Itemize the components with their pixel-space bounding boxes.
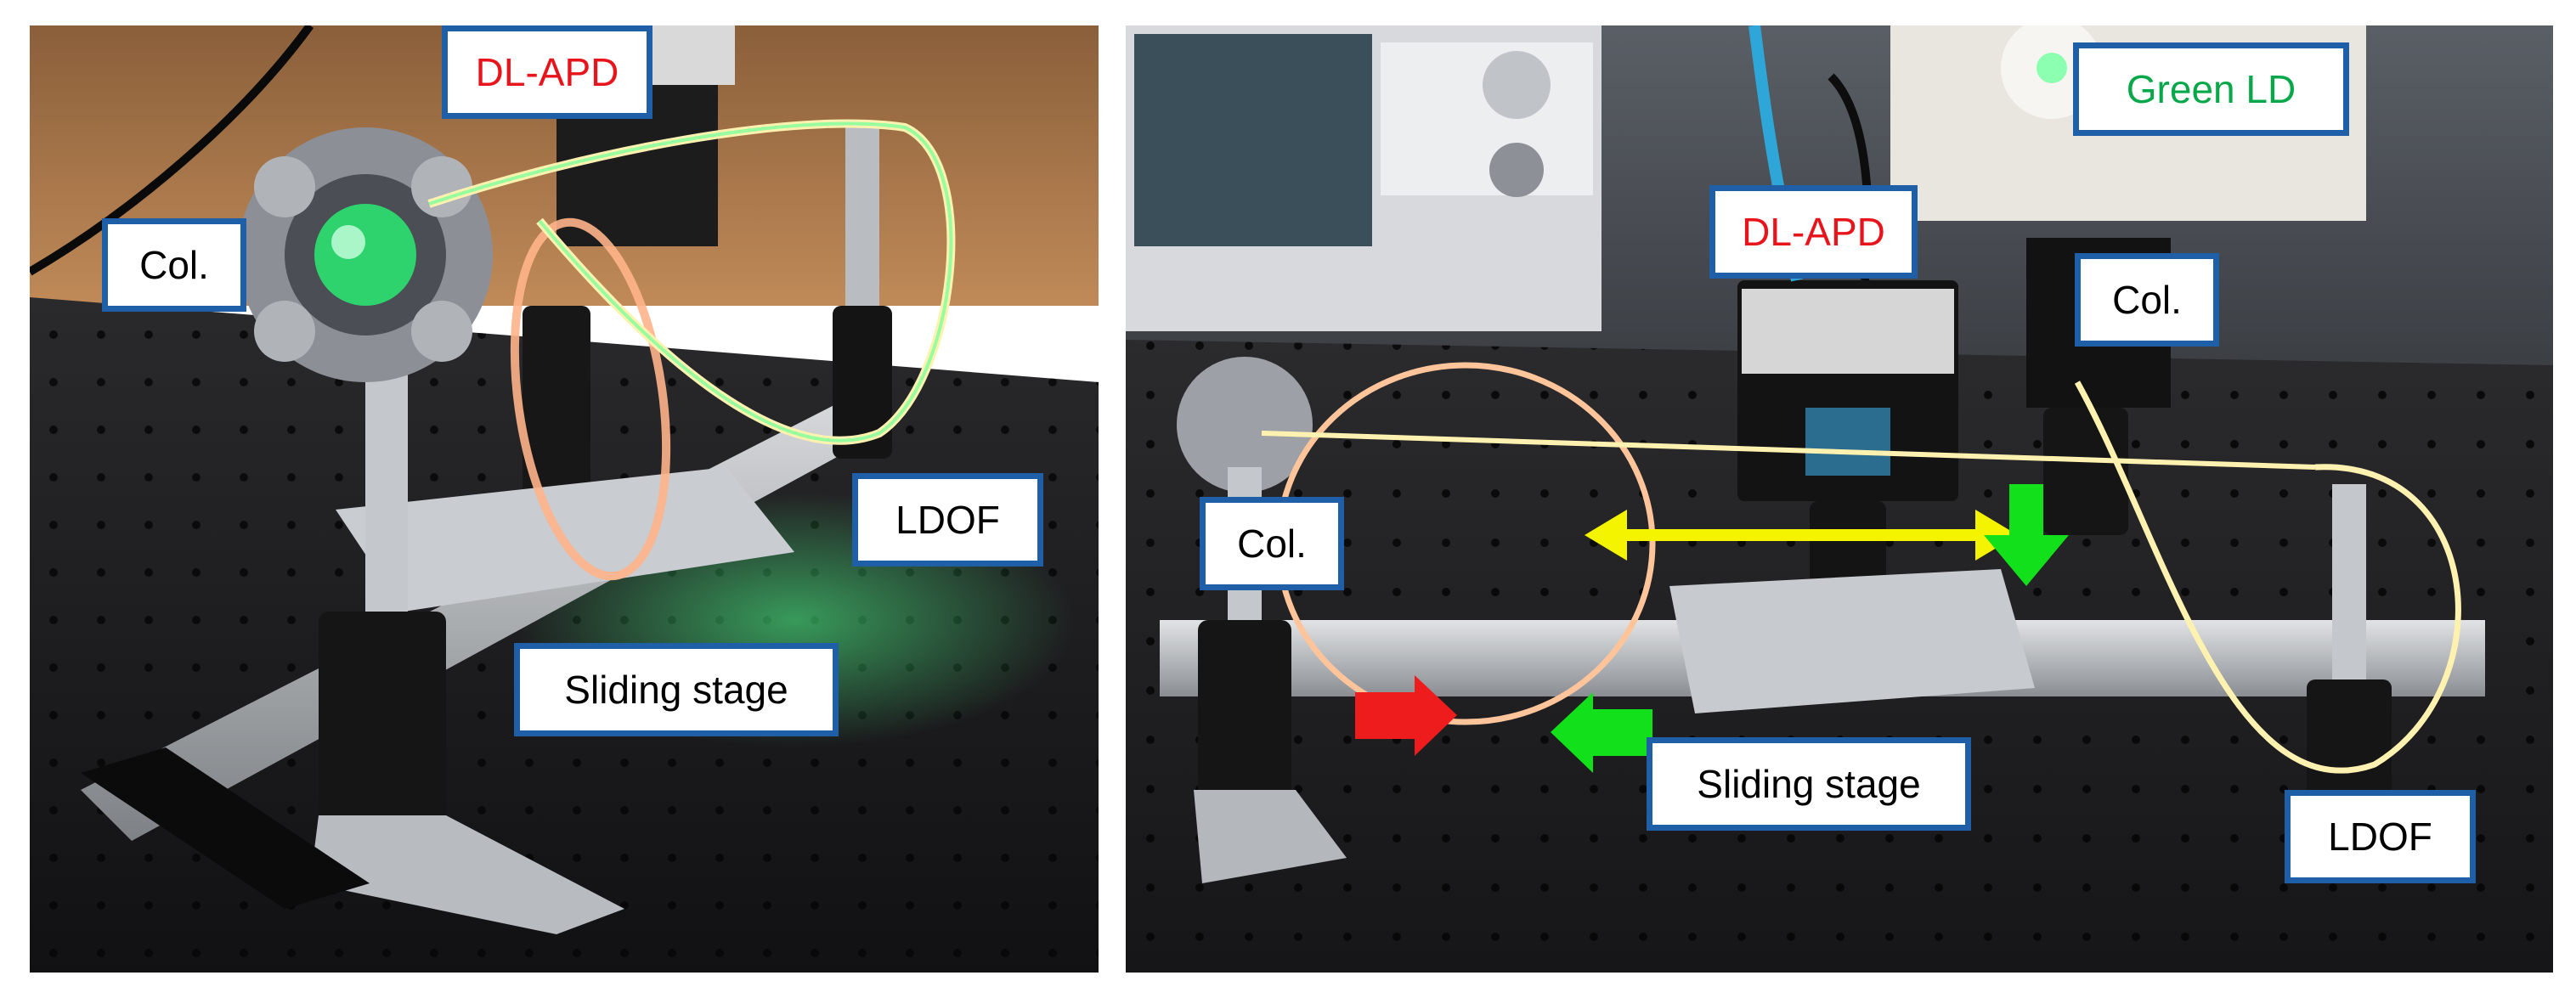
dl-apd-label-text: DL-APD <box>475 50 619 94</box>
apd-label-sticker <box>1742 289 1954 374</box>
ldof-label-text: LDOF <box>895 498 1000 542</box>
red-right-arrow <box>1355 675 1457 756</box>
cable <box>30 25 314 276</box>
post <box>2332 484 2366 705</box>
post-holder <box>833 306 892 459</box>
label-green-ld: Green LD <box>2073 42 2349 136</box>
sliding-stage-label-text: Sliding stage <box>1697 762 1921 806</box>
label-collimator-right: Col. <box>2075 253 2219 347</box>
green-down-arrow <box>1984 484 2069 586</box>
collimator-mount <box>1177 357 1313 493</box>
collimator-right-label-text: Col. <box>2112 278 2182 322</box>
label-sliding-stage: Sliding stage <box>514 643 839 736</box>
collimator-lens-green <box>314 204 416 306</box>
dl-apd-label-text: DL-APD <box>1742 210 1885 254</box>
label-collimator-left: Col. <box>1200 497 1344 590</box>
post-holder <box>523 306 590 527</box>
green-left-arrow <box>1551 692 1652 773</box>
label-sliding-stage: Sliding stage <box>1647 737 1971 831</box>
post-holder <box>319 612 446 824</box>
green-ld-label-text: Green LD <box>2126 67 2296 111</box>
label-dl-apd: DL-APD <box>1709 185 1918 279</box>
post <box>845 127 879 323</box>
collimator-left-label-text: Col. <box>1237 522 1307 566</box>
sliding-stage-label-text: Sliding stage <box>564 668 788 712</box>
label-collimator: Col. <box>102 218 246 312</box>
collimator-label-text: Col. <box>139 243 209 287</box>
label-ldof: LDOF <box>852 473 1043 567</box>
clamp-fork <box>310 815 624 934</box>
label-ldof: LDOF <box>2285 790 2476 883</box>
collimator-post <box>365 348 408 629</box>
clamp <box>81 747 370 909</box>
fiber-loop <box>510 217 671 581</box>
post-holder <box>2307 679 2392 807</box>
knob <box>254 301 315 362</box>
left-photo-scene <box>30 25 1099 973</box>
knob <box>411 301 472 362</box>
oscilloscope-screen <box>1134 34 1372 246</box>
apd-window <box>1805 408 1890 476</box>
fiber-loop-ldof <box>2074 381 2461 774</box>
right-photo-scene <box>1126 25 2553 973</box>
left-photo: DL-APD Col. LDOF Sliding stage <box>30 25 1099 973</box>
right-photo: Green LD DL-APD Col. Col. Sliding stage … <box>1126 25 2553 973</box>
knob <box>254 156 315 217</box>
post-holder <box>1198 620 1291 815</box>
label-dl-apd: DL-APD <box>442 25 652 119</box>
knob <box>411 156 472 217</box>
post-holder <box>2043 408 2128 535</box>
fiber-line <box>1261 431 2316 470</box>
ldof-label-text: LDOF <box>2328 815 2432 859</box>
sliding-stage-plate <box>1669 569 2035 713</box>
